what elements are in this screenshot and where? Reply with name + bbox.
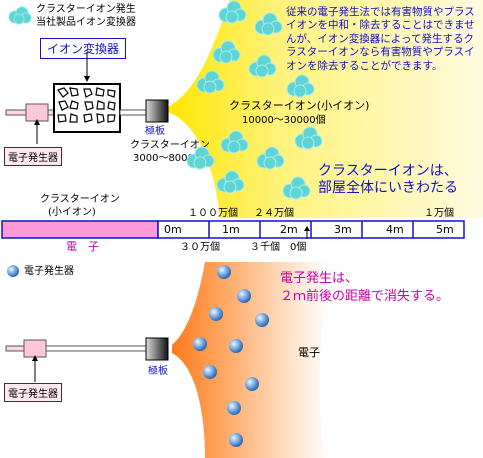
ion-count-2: ２４万個 bbox=[254, 208, 294, 219]
plate-label-bottom: 極板 bbox=[148, 366, 168, 377]
tick-4m: 4m bbox=[386, 223, 404, 236]
electron-ball bbox=[237, 289, 251, 303]
electron-ball bbox=[255, 313, 269, 327]
electron-count-3: 0個 bbox=[290, 242, 307, 253]
electron-ball bbox=[217, 265, 231, 279]
scale-ion-label-line2: (小イオン) bbox=[48, 207, 96, 218]
legend-line1: クラスターイオン発生 bbox=[36, 4, 136, 15]
electron-ball bbox=[227, 401, 241, 415]
electron-ball bbox=[229, 339, 243, 353]
electron-ball bbox=[209, 307, 223, 321]
scale-electron-label: 電 子 bbox=[66, 240, 99, 253]
bottom-message-line1: 電子発生は、 bbox=[280, 271, 359, 286]
scale-ion-label-line1: クラスターイオン bbox=[40, 194, 120, 205]
far-ion-label: クラスターイオン(小イオン) bbox=[229, 99, 370, 112]
electron-ball bbox=[203, 365, 217, 379]
ion-count-3: １万個 bbox=[424, 208, 454, 219]
electron-count-2: ３千個 bbox=[250, 242, 280, 253]
electron-generator-label-top: 電子発生器 bbox=[4, 147, 62, 166]
tick-3m: 3m bbox=[334, 223, 352, 236]
electron-generator-label-bottom: 電子発生器 bbox=[4, 383, 62, 402]
spread-message-line1: クラスターイオンは、 bbox=[318, 163, 458, 179]
bottom-message-line2: ２ｍ前後の距離で消失する。 bbox=[280, 289, 450, 304]
bottom-electron-label: 電子 bbox=[298, 346, 320, 359]
far-ion-count: 10000～30000個 bbox=[242, 115, 326, 126]
tick-5m: 5m bbox=[436, 223, 454, 236]
near-ion-count-line1: クラスターイオン bbox=[130, 140, 210, 151]
electron-ball bbox=[193, 337, 207, 351]
explanation-text: 従来の電子発生法では有害物質やプラスイオンを中和・除去することはできませんが、イ… bbox=[286, 6, 475, 72]
electron-ball bbox=[229, 433, 243, 447]
near-ion-count-line2: 3000～8000個 bbox=[133, 153, 204, 164]
electron-count-1: ３０万個 bbox=[180, 242, 220, 253]
spread-message-line2: 部屋全体にいきわたる bbox=[318, 180, 458, 196]
ion-count-1: １００万個 bbox=[188, 208, 238, 219]
electron-ball bbox=[245, 377, 259, 391]
two-meter-arrow-icon bbox=[304, 226, 310, 239]
electron-legend-icon bbox=[7, 265, 19, 277]
bottom-legend: 電子発生器 bbox=[24, 266, 74, 277]
legend-line2: 当社製品イオン変換器 bbox=[36, 17, 136, 28]
tick-2m: 2m bbox=[280, 223, 298, 236]
plate-label-top: 極板 bbox=[145, 126, 165, 137]
electron-generator-diagram bbox=[5, 337, 169, 382]
distance-scale bbox=[1, 220, 465, 239]
ion-converter-diagram bbox=[5, 52, 169, 144]
tick-0m: 0m bbox=[164, 223, 182, 236]
tick-1m: 1m bbox=[222, 223, 240, 236]
ion-spread-glow bbox=[168, 0, 483, 218]
cloud-legend-icon bbox=[8, 6, 32, 25]
ion-converter-label: イオン変換器 bbox=[40, 38, 127, 59]
